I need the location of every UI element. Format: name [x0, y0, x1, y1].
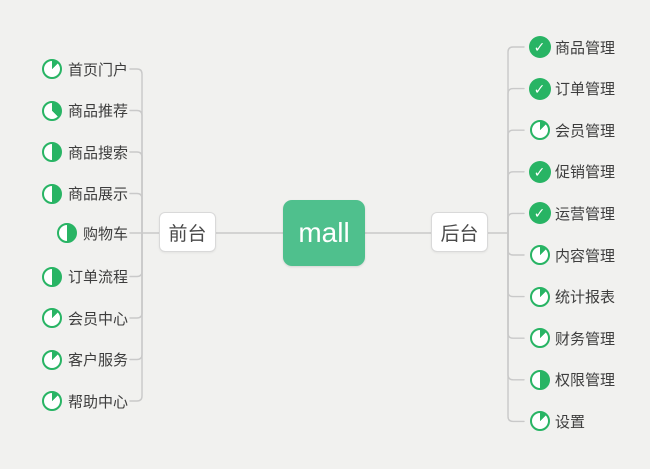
mindmap-item[interactable]: 商品展示	[41, 182, 128, 206]
branch-node-frontend[interactable]: 前台	[159, 212, 216, 252]
mindmap-item[interactable]: 首页门户	[41, 57, 128, 81]
branch-node-backend[interactable]: 后台	[431, 212, 488, 252]
mindmap-item-label: 统计报表	[555, 289, 616, 307]
progress-pie-icon-box	[41, 307, 64, 330]
check-circle-icon-box: ✓	[528, 160, 551, 183]
connector-line	[507, 171, 525, 234]
mindmap-item-label: 商品管理	[555, 39, 616, 57]
check-circle-icon: ✓	[528, 36, 551, 58]
mindmap-item[interactable]: 会员管理	[528, 118, 615, 142]
mindmap-item-label: 内容管理	[555, 247, 616, 265]
mindmap-item[interactable]: 内容管理	[528, 243, 615, 267]
mindmap-item-label: 商品展示	[67, 186, 128, 203]
mindmap-item[interactable]: 订单流程	[41, 265, 128, 289]
progress-pie-icon	[42, 100, 63, 121]
progress-pie-icon	[529, 411, 550, 432]
mindmap-item-label: 运营管理	[555, 205, 616, 223]
connector-line	[129, 192, 143, 234]
mindmap-item-label: 购物车	[82, 225, 128, 243]
progress-pie-icon	[42, 308, 63, 328]
mindmap-item[interactable]: 客户服务	[41, 348, 128, 372]
progress-pie-icon	[529, 328, 550, 349]
mindmap-item-label: 订单管理	[555, 81, 616, 99]
check-circle-icon-box: ✓	[528, 77, 551, 100]
mindmap-item-label: 商品推荐	[67, 103, 128, 120]
mindmap-item-label: 帮助中心	[67, 393, 128, 411]
connector-line	[507, 87, 525, 234]
check-circle-icon-box: ✓	[528, 36, 551, 59]
mindmap-item-label: 设置	[555, 413, 586, 431]
mindmap-item[interactable]: ✓订单管理	[528, 77, 615, 101]
connector-line	[129, 109, 143, 234]
progress-pie-icon-box	[41, 99, 64, 122]
progress-pie-icon-box	[56, 222, 79, 245]
branch-node-label: 后台	[440, 223, 479, 245]
branch-node-label: 前台	[168, 223, 207, 245]
progress-pie-icon-box	[41, 390, 64, 413]
progress-pie-icon	[529, 286, 550, 307]
mindmap-item-label: 促销管理	[555, 164, 616, 182]
progress-pie-icon	[529, 369, 550, 390]
progress-pie-icon-box	[41, 348, 64, 371]
connector-line	[129, 151, 143, 234]
progress-pie-icon-box	[528, 368, 551, 391]
mindmap-item-label: 客户服务	[67, 352, 128, 369]
progress-pie-icon	[529, 120, 550, 141]
root-node-mall[interactable]: mall	[283, 200, 365, 266]
mindmap-item[interactable]: 商品搜索	[41, 140, 128, 164]
progress-pie-icon-box	[528, 410, 551, 433]
mindmap-item[interactable]: 会员中心	[41, 306, 128, 330]
check-circle-icon-box: ✓	[528, 202, 551, 225]
connector-line	[129, 232, 143, 361]
connector-line	[507, 46, 525, 234]
progress-pie-icon-box	[528, 119, 551, 142]
mindmap-item[interactable]: 商品推荐	[41, 99, 128, 123]
root-node-label: mall	[298, 217, 350, 248]
progress-pie-icon	[42, 349, 63, 370]
mindmap-item-label: 财务管理	[555, 330, 616, 348]
mindmap-item-label: 权限管理	[555, 372, 616, 390]
progress-pie-icon	[42, 142, 63, 162]
connector-line	[129, 68, 143, 234]
mindmap-item[interactable]: 统计报表	[528, 285, 615, 309]
progress-pie-icon-box	[41, 141, 64, 164]
mindmap-item[interactable]: ✓商品管理	[528, 35, 615, 59]
mindmap-item-label: 商品搜索	[67, 144, 128, 162]
connector-line	[507, 129, 525, 234]
mindmap-item[interactable]: 设置	[528, 409, 585, 433]
connector-line	[507, 232, 525, 298]
mindmap-item[interactable]: 帮助中心	[41, 389, 128, 413]
connector-line	[129, 232, 143, 278]
progress-pie-icon	[42, 183, 63, 204]
mindmap-item[interactable]: 权限管理	[528, 368, 615, 392]
progress-pie-icon	[42, 391, 63, 411]
connector-line	[507, 232, 525, 339]
progress-pie-icon	[42, 59, 63, 79]
mindmap-item-label: 订单流程	[67, 269, 128, 286]
connector-line	[129, 232, 143, 402]
mindmap-item-label: 首页门户	[67, 61, 128, 79]
connector-line	[507, 212, 525, 234]
mindmap-item[interactable]: ✓运营管理	[528, 201, 615, 225]
progress-pie-icon	[42, 266, 63, 287]
progress-pie-icon-box	[41, 58, 64, 81]
connector-line	[507, 232, 525, 256]
progress-pie-icon-box	[528, 285, 551, 308]
progress-pie-icon	[57, 223, 78, 243]
mindmap-item-label: 会员中心	[67, 310, 128, 328]
connector-line	[507, 232, 525, 423]
mindmap-item[interactable]: 购物车	[56, 221, 128, 245]
progress-pie-icon-box	[528, 327, 551, 350]
mindmap-item-label: 会员管理	[555, 122, 616, 140]
progress-pie-icon-box	[528, 244, 551, 267]
mindmap-item[interactable]: ✓促销管理	[528, 160, 615, 184]
progress-pie-icon-box	[41, 182, 64, 205]
check-circle-icon: ✓	[528, 202, 551, 225]
check-circle-icon: ✓	[528, 77, 551, 100]
mindmap-item[interactable]: 财务管理	[528, 326, 615, 350]
progress-pie-icon	[529, 245, 550, 265]
progress-pie-icon-box	[41, 265, 64, 288]
check-circle-icon: ✓	[528, 160, 551, 183]
